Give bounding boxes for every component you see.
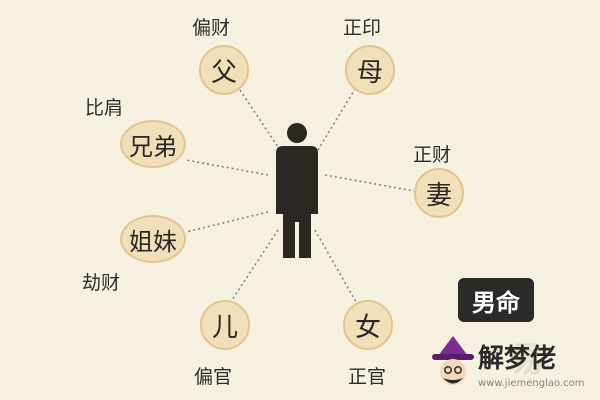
watermark-url: www.jiemenglao.com <box>478 378 585 389</box>
node-son: 儿 <box>200 300 250 350</box>
connector-sisters <box>185 211 269 233</box>
connector-wife <box>324 174 415 192</box>
role-label-father: 偏财 <box>192 17 231 39</box>
gender-badge: 男命 <box>458 278 534 322</box>
watermark-name: 解梦佬 <box>478 344 557 374</box>
role-label-daughter: 正官 <box>348 366 387 388</box>
node-sisters: 姐妹 <box>120 215 186 263</box>
watermark: 易 解梦佬 www.jiemenglao.com <box>430 330 600 400</box>
node-father: 父 <box>199 45 249 95</box>
role-label-brothers: 比肩 <box>85 97 124 119</box>
node-mother: 母 <box>345 45 395 95</box>
role-label-mother: 正印 <box>343 17 382 39</box>
role-label-sisters: 劫财 <box>82 272 121 294</box>
connector-son <box>231 229 279 301</box>
connector-brothers <box>185 159 269 176</box>
role-label-wife: 正财 <box>413 144 452 166</box>
connector-daughter <box>314 229 357 303</box>
node-brothers: 兄弟 <box>120 120 186 168</box>
connector-father <box>235 83 281 151</box>
wizard-face-icon <box>432 336 474 385</box>
role-label-son: 偏官 <box>194 366 233 388</box>
node-daughter: 女 <box>343 300 393 350</box>
node-wife: 妻 <box>414 168 464 218</box>
connector-mother <box>317 83 359 151</box>
person-silhouette-icon <box>276 123 318 258</box>
watermark-ghost-text: 易 <box>510 340 544 380</box>
